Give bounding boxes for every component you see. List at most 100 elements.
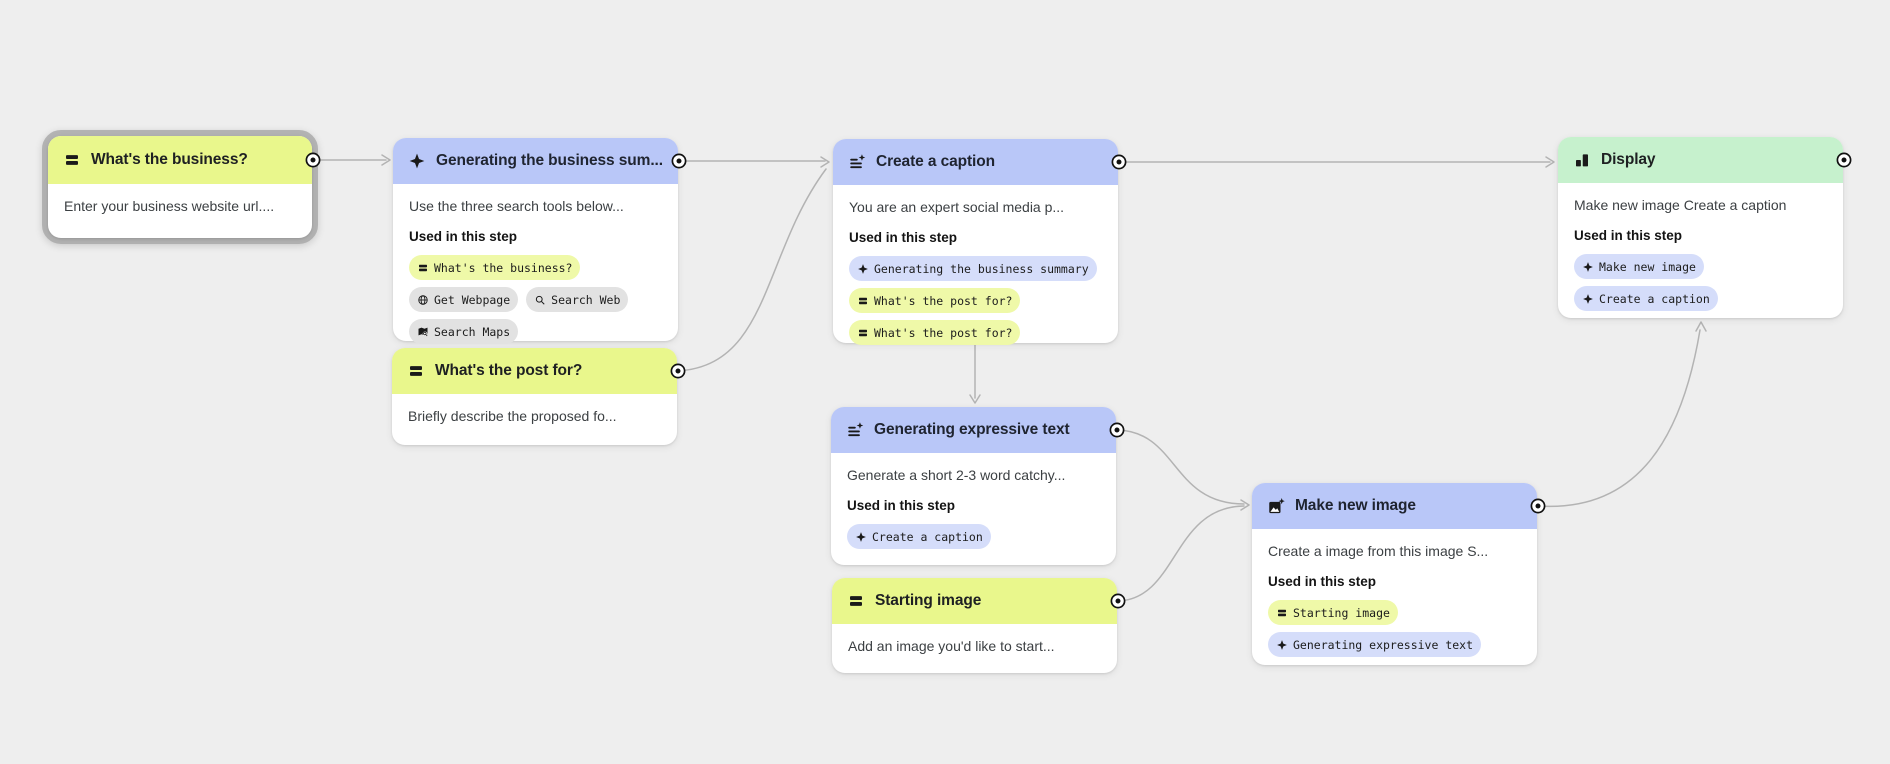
node-title: What's the business? bbox=[91, 151, 248, 168]
sparkle-icon bbox=[858, 263, 868, 274]
text-input-icon bbox=[1278, 609, 1286, 616]
used-in-step-label: Used in this step bbox=[849, 230, 958, 245]
node-header: What's the business? bbox=[48, 136, 321, 184]
chip-create-a-caption[interactable]: Create a caption bbox=[847, 524, 991, 549]
selection-ring: What's the business? Enter your business… bbox=[42, 130, 321, 244]
node-title: Generating the business sum... bbox=[436, 152, 663, 169]
map-search-icon bbox=[418, 327, 428, 336]
node-description: Generate a short 2-3 word catchy... bbox=[847, 467, 1066, 483]
chip-whats-the-post-for[interactable]: What's the post for? bbox=[849, 288, 1021, 313]
node-title: Make new image bbox=[1295, 497, 1416, 514]
edge-arrow bbox=[381, 154, 391, 166]
sparkle-icon bbox=[1583, 261, 1593, 272]
output-port[interactable] bbox=[1110, 593, 1126, 609]
chip-starting-image[interactable]: Starting image bbox=[1268, 600, 1398, 625]
output-port[interactable] bbox=[1111, 154, 1127, 170]
node-whats-the-post-for[interactable]: What's the post for? Briefly describe th… bbox=[392, 348, 686, 445]
node-description: Enter your business website url.... bbox=[64, 198, 275, 214]
node-header: Display bbox=[1558, 137, 1852, 183]
node-body: Use the three search tools below... Used… bbox=[393, 184, 678, 359]
chip-whats-the-business[interactable]: What's the business? bbox=[409, 255, 581, 280]
node-description: You are an expert social media p... bbox=[849, 199, 1065, 215]
display-icon bbox=[1576, 154, 1588, 167]
chip-search-web[interactable]: Search Web bbox=[526, 287, 629, 312]
edge-postfor-to-caption bbox=[676, 168, 827, 372]
text-input-icon bbox=[410, 366, 422, 376]
edge-arrow bbox=[1240, 499, 1250, 511]
edge-arrow bbox=[1545, 156, 1555, 168]
node-display[interactable]: Display Make new image Create a caption … bbox=[1558, 137, 1852, 318]
text-input-icon bbox=[850, 596, 862, 606]
chip-create-a-caption[interactable]: Create a caption bbox=[1574, 286, 1718, 311]
chip-list: Starting image Generating expressive tex… bbox=[1268, 600, 1521, 657]
node-description: Make new image Create a caption bbox=[1574, 197, 1787, 213]
sparkle-icon bbox=[1277, 639, 1287, 650]
used-in-step-label: Used in this step bbox=[847, 498, 956, 513]
sparkle-icon bbox=[1583, 293, 1593, 304]
node-header: Generating the business sum... bbox=[393, 138, 687, 184]
node-title: Display bbox=[1601, 151, 1656, 168]
node-description: Add an image you'd like to start... bbox=[848, 638, 1055, 654]
node-title: Starting image bbox=[875, 592, 982, 609]
node-header: Starting image bbox=[832, 578, 1126, 624]
node-header: Create a caption bbox=[833, 139, 1127, 185]
node-header: What's the post for? bbox=[392, 348, 686, 394]
node-generating-business-summary[interactable]: Generating the business sum... Use the t… bbox=[393, 138, 687, 344]
chip-list: Create a caption bbox=[847, 524, 1100, 549]
node-body: Enter your business website url.... bbox=[48, 184, 312, 231]
chip-generating-expressive-text[interactable]: Generating expressive text bbox=[1268, 632, 1482, 657]
chip-list: Generating the business summary What's t… bbox=[849, 256, 1102, 345]
search-icon bbox=[536, 295, 545, 305]
node-header: Make new image bbox=[1252, 483, 1546, 529]
text-input-icon bbox=[859, 329, 867, 336]
node-generating-expressive-text[interactable]: Generating expressive text Generate a sh… bbox=[831, 407, 1125, 565]
edge-makeimage-to-display bbox=[1537, 329, 1701, 508]
output-port[interactable] bbox=[305, 152, 321, 168]
image-sparkle-icon bbox=[1269, 498, 1285, 514]
globe-icon bbox=[418, 294, 428, 305]
output-port[interactable] bbox=[1836, 152, 1852, 168]
node-description: Briefly describe the proposed fo... bbox=[408, 408, 617, 424]
node-title: Generating expressive text bbox=[874, 421, 1070, 438]
node-starting-image[interactable]: Starting image Add an image you'd like t… bbox=[832, 578, 1126, 673]
node-description: Use the three search tools below... bbox=[409, 198, 624, 214]
chip-search-maps[interactable]: Search Maps bbox=[409, 319, 519, 344]
output-port[interactable] bbox=[1109, 422, 1125, 438]
node-body: Generate a short 2-3 word catchy... Used… bbox=[831, 453, 1116, 564]
node-make-new-image[interactable]: Make new image Create a image from this … bbox=[1252, 483, 1546, 665]
chip-whats-the-post-for[interactable]: What's the post for? bbox=[849, 320, 1021, 345]
chip-list: Make new image Create a caption bbox=[1574, 254, 1827, 311]
chip-generating-business-summary[interactable]: Generating the business summary bbox=[849, 256, 1097, 281]
used-in-step-label: Used in this step bbox=[409, 229, 518, 244]
edge-expressive-to-makeimage bbox=[1117, 429, 1245, 505]
output-port[interactable] bbox=[1530, 498, 1546, 514]
sparkle-icon bbox=[856, 531, 866, 542]
node-whats-the-business[interactable]: What's the business? Enter your business… bbox=[48, 136, 321, 238]
node-body: You are an expert social media p... Used… bbox=[833, 185, 1118, 360]
used-in-step-label: Used in this step bbox=[1574, 228, 1683, 243]
node-body: Make new image Create a caption Used in … bbox=[1558, 183, 1843, 326]
node-body: Create a image from this image S... Used… bbox=[1252, 529, 1537, 672]
chip-list: What's the business? Get Webpage Search … bbox=[409, 255, 662, 344]
output-port[interactable] bbox=[670, 363, 686, 379]
sparkle-icon bbox=[409, 153, 425, 169]
output-port[interactable] bbox=[671, 153, 687, 169]
edge-arrow bbox=[820, 156, 830, 168]
edge-arrow bbox=[969, 394, 981, 404]
chip-get-webpage[interactable]: Get Webpage bbox=[409, 287, 519, 312]
node-body: Add an image you'd like to start... bbox=[832, 624, 1117, 671]
node-create-a-caption[interactable]: Create a caption You are an expert socia… bbox=[833, 139, 1127, 345]
node-header: Generating expressive text bbox=[831, 407, 1125, 453]
text-input-icon bbox=[859, 297, 867, 304]
node-description: Create a image from this image S... bbox=[1268, 543, 1489, 559]
prompt-icon bbox=[850, 154, 866, 169]
used-in-step-label: Used in this step bbox=[1268, 574, 1377, 589]
edge-startimage-to-makeimage bbox=[1117, 505, 1245, 602]
prompt-icon bbox=[848, 422, 864, 437]
node-title: What's the post for? bbox=[435, 362, 583, 379]
chip-make-new-image[interactable]: Make new image bbox=[1574, 254, 1704, 279]
text-input-icon bbox=[419, 264, 427, 271]
node-body: Briefly describe the proposed fo... bbox=[392, 394, 677, 441]
